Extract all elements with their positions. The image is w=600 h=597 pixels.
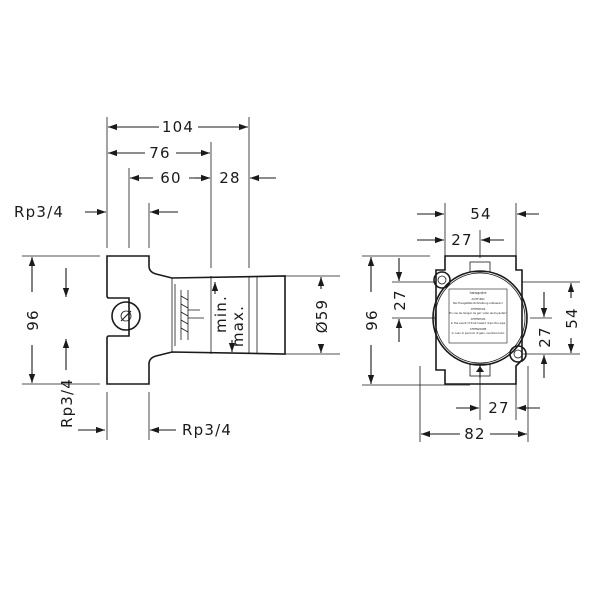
label-line-6: In the event of frost hazard drain the p… [451, 321, 506, 325]
dim-width-28: 28 [219, 169, 241, 187]
dim-width-total: 104 [162, 118, 194, 136]
label-line-4: En cas de danger de gel: vider les tuyau… [449, 311, 506, 315]
label-line-7: ATTENZIONE [470, 327, 487, 331]
label-line-1: ACHTUNG [472, 297, 485, 301]
dim-width-27-top: 27 [451, 231, 473, 249]
dim-height-96-front: 96 [363, 309, 381, 331]
label-max: max. [229, 305, 247, 347]
dim-thread-bottom-right: Rp3/4 [182, 421, 232, 439]
warning-label-plate: hansgrohe ACHTUNG Bei Fussgefälle Rohrle… [448, 288, 508, 344]
dim-width-27-bottom: 27 [488, 399, 510, 417]
box-body-outline [435, 255, 523, 385]
dim-height-96-side: 96 [24, 309, 42, 331]
dim-width-60: 60 [160, 169, 182, 187]
dim-height-27-left: 27 [391, 289, 409, 311]
front-view: 54 27 96 27 54 27 27 82 [362, 203, 581, 443]
dim-height-54: 54 [563, 307, 581, 329]
valve-body-outline [106, 255, 286, 385]
inlet-port-circle [111, 301, 141, 331]
mount-lug-top-left [433, 271, 451, 289]
label-min: min. [212, 295, 230, 333]
label-line-5: ATTENTION [471, 317, 486, 321]
side-view: 104 76 60 28 Rp3/4 96 Rp3/4 Rp3/4 [14, 117, 340, 440]
dim-width-54: 54 [470, 205, 492, 223]
label-line-8: In caso di pericolo di gelo, svuotare tu… [452, 331, 505, 335]
dim-thread-top: Rp3/4 [14, 203, 64, 221]
label-line-2: Bei Fussgefälle Rohrleitung entleeren! [453, 301, 502, 305]
label-line-3: ATTENTION [471, 307, 486, 311]
dim-width-82: 82 [464, 425, 486, 443]
dim-diameter-59: Ø59 [313, 299, 331, 334]
spindle-hatching [180, 295, 204, 333]
dim-width-76: 76 [149, 144, 171, 162]
dim-height-27-right: 27 [536, 326, 554, 348]
label-brand: hansgrohe [470, 291, 487, 295]
dim-thread-bottom-left: Rp3/4 [58, 378, 76, 428]
